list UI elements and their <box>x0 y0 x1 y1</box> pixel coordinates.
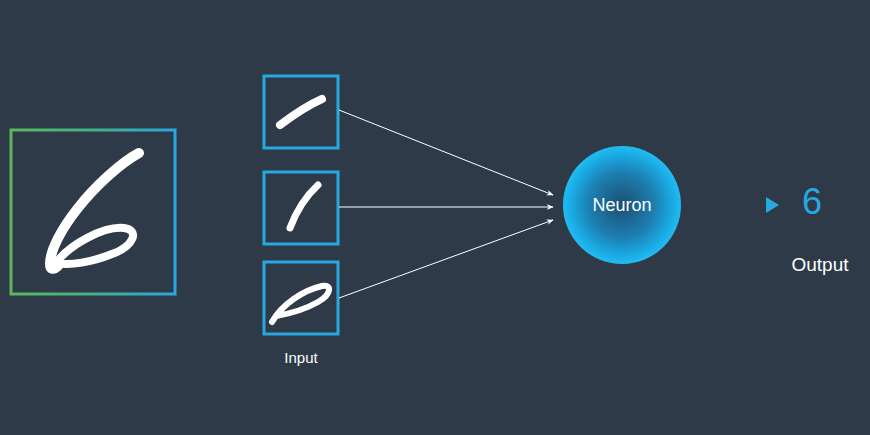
node-text: Neuron <box>592 195 651 216</box>
input-arrows <box>339 110 553 298</box>
digit-frame <box>11 130 175 294</box>
output-label: Output <box>791 254 848 276</box>
stroke-fragments <box>272 99 329 322</box>
input-label: Input <box>284 349 317 366</box>
handwritten-digit <box>50 153 139 269</box>
output-value: 6 <box>802 181 822 222</box>
input-frames <box>264 76 338 334</box>
output-arrow <box>703 197 779 213</box>
neuron-circle: Neuron <box>562 145 682 265</box>
